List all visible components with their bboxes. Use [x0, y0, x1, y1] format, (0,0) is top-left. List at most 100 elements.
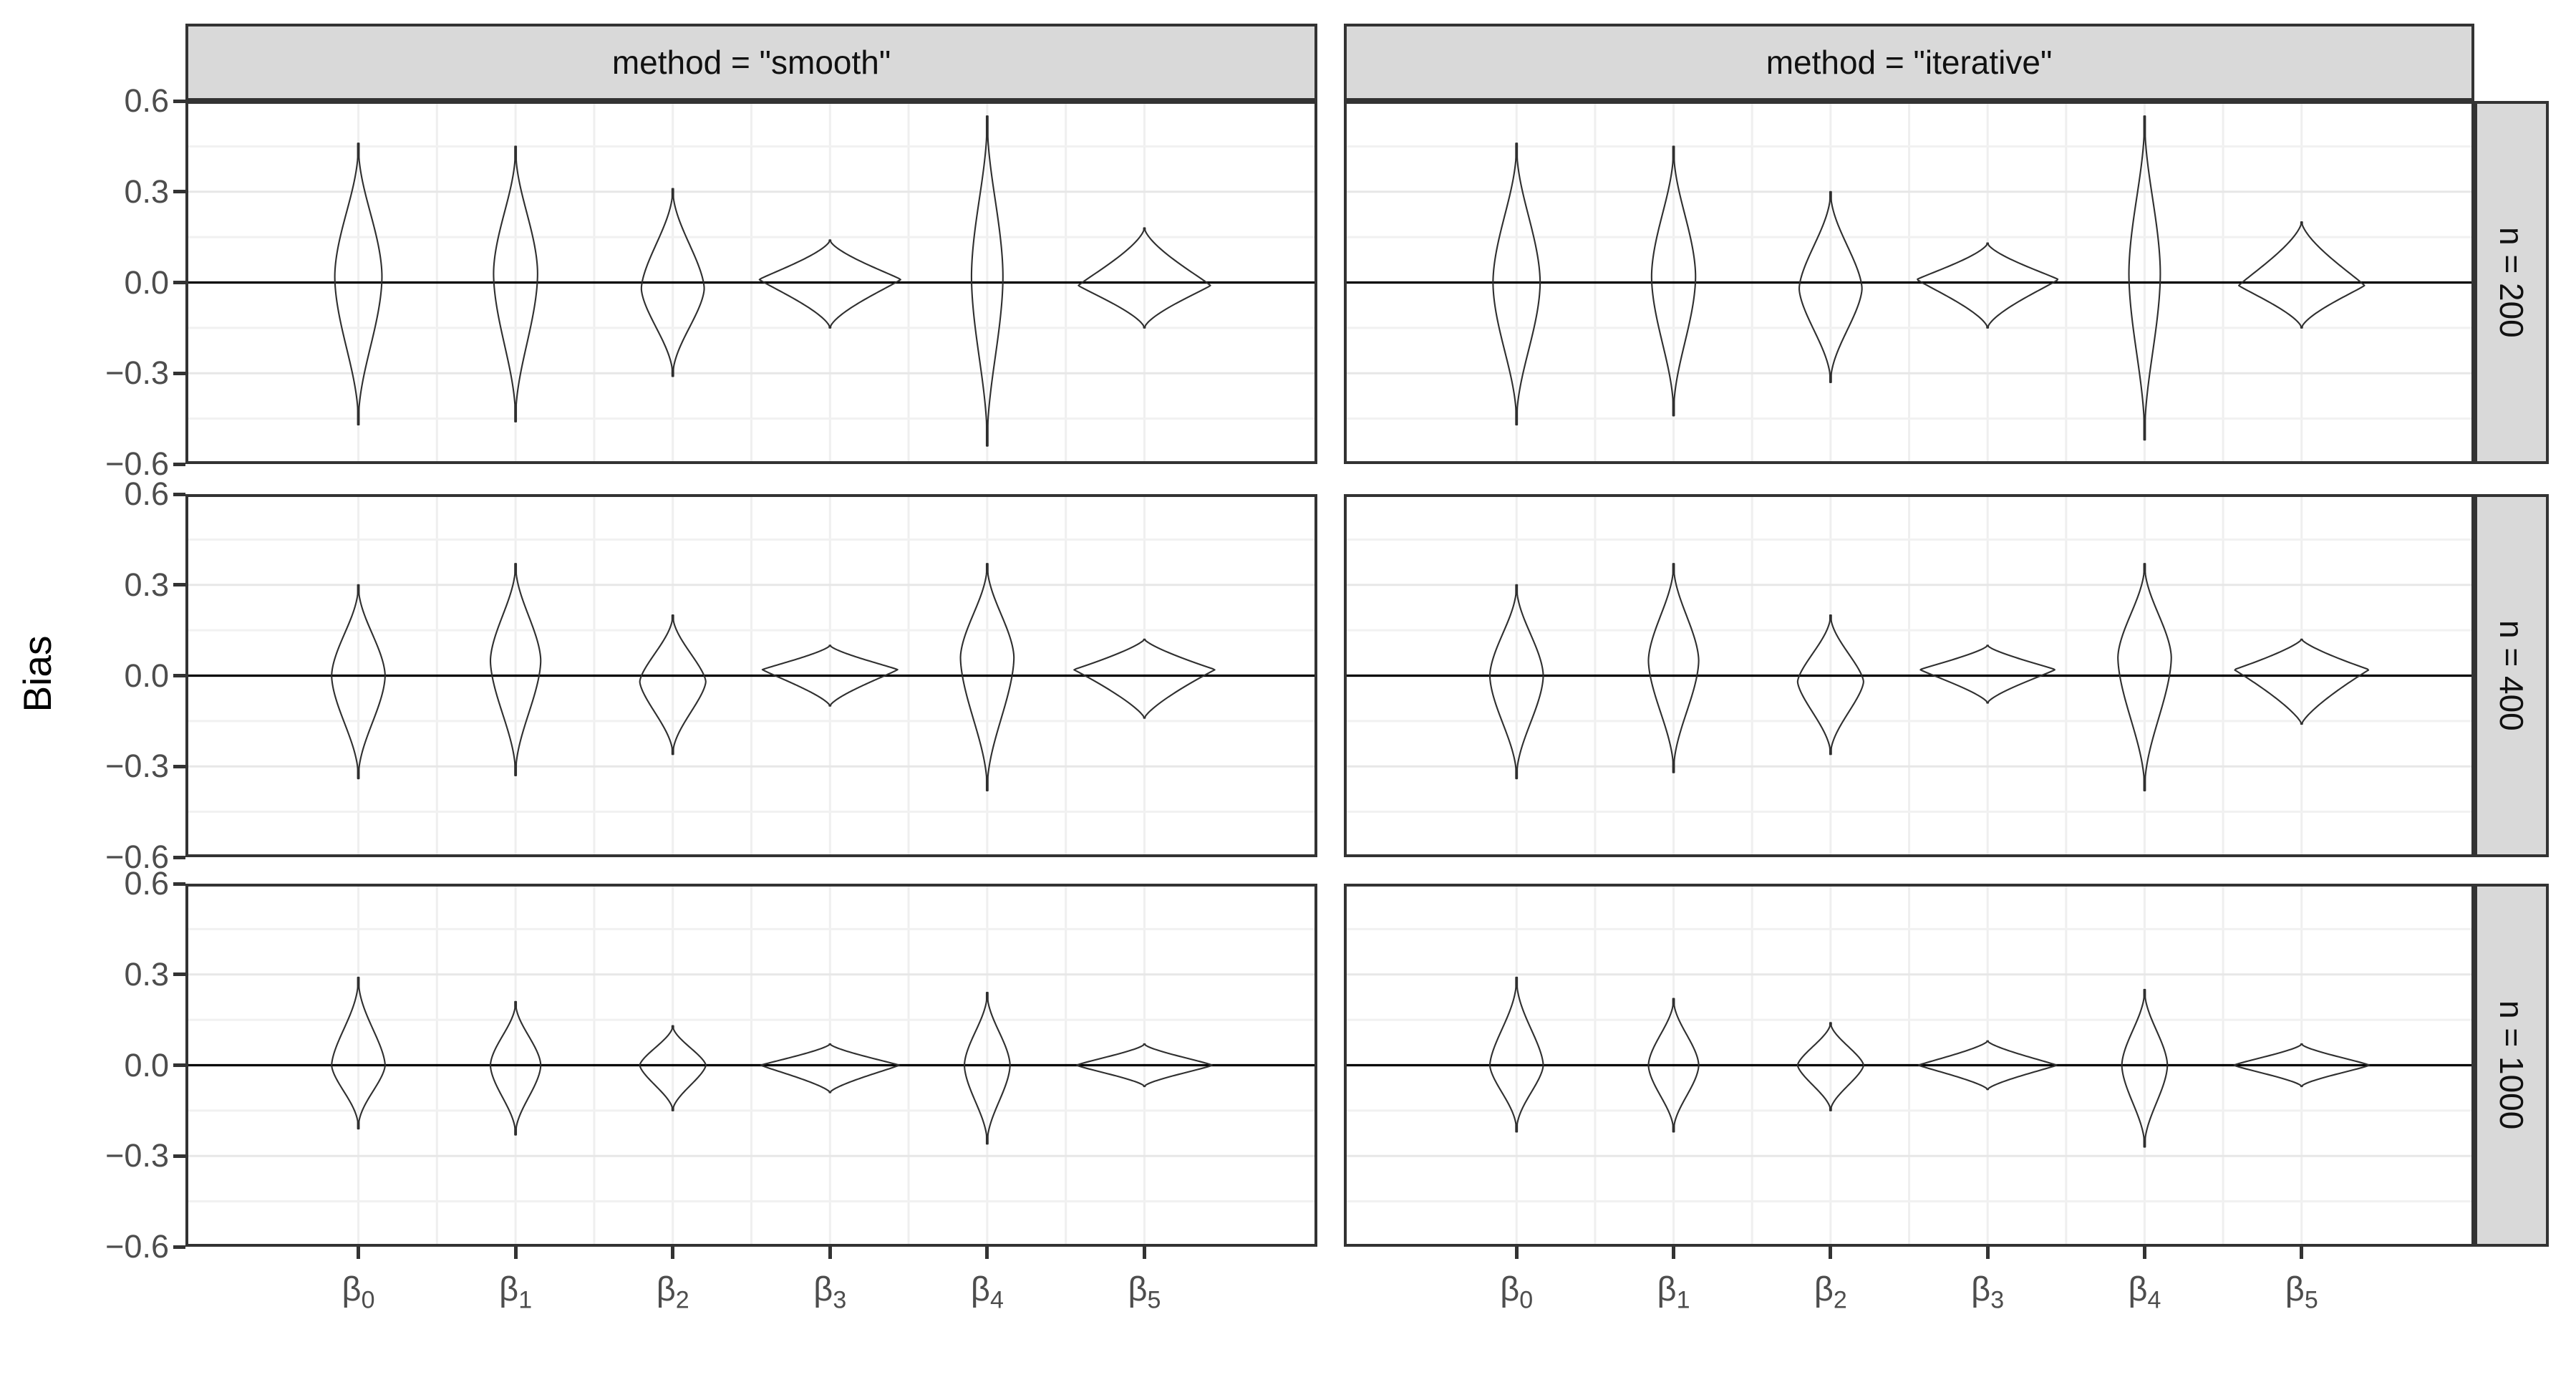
x-axis-tick	[1514, 1247, 1519, 1259]
panel-iterative-n200	[1344, 101, 2474, 464]
facet-strip-label: method = "smooth"	[611, 44, 891, 81]
violin-smooth-n400-β₃	[761, 645, 899, 707]
y-axis-tick	[173, 674, 185, 677]
y-tick-label: −0.6	[105, 1228, 169, 1265]
y-axis-tick	[173, 492, 185, 496]
y-axis-tick	[173, 764, 185, 768]
panel-border	[1344, 101, 2474, 464]
violin-iterative-n1000-β₃	[1917, 1040, 2058, 1091]
violin-iterative-n1000-β₀	[1488, 976, 1544, 1133]
x-tick-label: β1	[1657, 1270, 1690, 1314]
panel-smooth-n200	[185, 101, 1317, 464]
panel-smooth-n1000	[185, 884, 1317, 1247]
violin-smooth-n400-β₁	[489, 563, 542, 776]
panel-border	[185, 101, 1317, 464]
x-axis-tick	[357, 1247, 361, 1259]
violin-smooth-n400-β₂	[639, 614, 707, 755]
violin-smooth-n200-β₁	[493, 145, 538, 423]
y-axis-tick	[173, 972, 185, 977]
facet-strip-label: n = 400	[2493, 620, 2530, 731]
facet-strip-label: method = "iterative"	[1766, 44, 2053, 81]
violin-smooth-n400-β₄	[959, 563, 1015, 792]
y-axis-tick	[173, 1063, 185, 1067]
violin-smooth-n200-β₃	[758, 239, 901, 329]
violin-smooth-n1000-β₂	[639, 1025, 707, 1111]
panel-border	[185, 494, 1317, 857]
violin-smooth-n1000-β₄	[964, 992, 1011, 1145]
y-axis-tick	[173, 462, 185, 466]
violin-iterative-n400-β₀	[1488, 584, 1544, 780]
violin-iterative-n200-β₂	[1798, 190, 1863, 383]
violin-iterative-n400-β₄	[2117, 563, 2172, 792]
x-axis-tick	[828, 1247, 832, 1259]
y-tick-label: 0.6	[124, 82, 169, 119]
panel-iterative-n1000	[1344, 884, 2474, 1247]
violin-iterative-n400-β₂	[1796, 614, 1864, 755]
facet-strip-n-400: n = 400	[2474, 494, 2549, 857]
y-axis-tick	[173, 1245, 185, 1249]
y-axis-tick	[173, 882, 185, 886]
y-tick-label: 0.3	[124, 955, 169, 993]
violin-smooth-n1000-β₀	[331, 976, 386, 1130]
x-axis-tick	[985, 1247, 989, 1259]
x-axis-tick	[1829, 1247, 1833, 1259]
violin-iterative-n400-β₅	[2234, 638, 2370, 725]
violin-iterative-n1000-β₄	[2121, 988, 2169, 1148]
y-tick-label: 0.6	[124, 865, 169, 902]
y-axis-tick	[173, 1154, 185, 1158]
facet-strip-method-smooth: method = "smooth"	[185, 24, 1317, 101]
facet-strip-n-200: n = 200	[2474, 101, 2549, 464]
x-tick-label: β5	[1128, 1270, 1161, 1314]
panel-border	[185, 884, 1317, 1247]
facet-strip-label: n = 200	[2493, 227, 2530, 338]
y-axis-tick	[173, 855, 185, 859]
y-tick-label: −0.3	[105, 354, 169, 392]
violin-smooth-n400-β₀	[331, 584, 386, 780]
violin-smooth-n200-β₅	[1078, 227, 1211, 329]
violin-iterative-n200-β₄	[2128, 115, 2161, 441]
x-tick-label: β2	[656, 1270, 689, 1314]
x-axis-tick	[2142, 1247, 2146, 1259]
violin-smooth-n200-β₀	[334, 143, 383, 426]
panel-border	[1344, 884, 2474, 1247]
violin-iterative-n200-β₁	[1650, 145, 1697, 417]
violin-iterative-n400-β₁	[1647, 563, 1700, 773]
y-tick-label: 0.0	[124, 657, 169, 694]
violin-smooth-n200-β₄	[970, 115, 1004, 447]
y-axis-tick	[173, 371, 185, 375]
y-tick-label: 0.6	[124, 475, 169, 512]
y-axis-tick	[173, 281, 185, 284]
panel-iterative-n400	[1344, 494, 2474, 857]
violin-iterative-n200-β₃	[1917, 242, 2059, 329]
facet-strip-method-iterative: method = "iterative"	[1344, 24, 2474, 101]
y-axis-tick	[173, 583, 185, 587]
x-tick-label: β0	[342, 1270, 375, 1314]
y-tick-label: −0.3	[105, 1137, 169, 1174]
x-tick-label: β3	[813, 1270, 847, 1314]
violin-iterative-n200-β₀	[1492, 143, 1541, 426]
violin-smooth-n400-β₅	[1073, 638, 1216, 719]
y-tick-label: 0.3	[124, 566, 169, 603]
violin-smooth-n1000-β₃	[760, 1043, 900, 1094]
y-axis-tick	[173, 190, 185, 194]
x-tick-label: β4	[2128, 1270, 2161, 1314]
violin-smooth-n1000-β₅	[1075, 1043, 1213, 1088]
y-tick-label: −0.3	[105, 748, 169, 785]
facet-strip-label: n = 1000	[2493, 1000, 2530, 1130]
panel-smooth-n400	[185, 494, 1317, 857]
x-tick-label: β0	[1500, 1270, 1534, 1314]
x-axis-tick	[513, 1247, 518, 1259]
violin-smooth-n200-β₂	[640, 188, 705, 377]
x-axis-tick	[1142, 1247, 1146, 1259]
x-axis-tick	[1985, 1247, 1990, 1259]
violin-iterative-n1000-β₂	[1796, 1022, 1864, 1111]
x-tick-label: β1	[499, 1270, 533, 1314]
violin-iterative-n1000-β₁	[1647, 998, 1700, 1133]
x-axis-tick	[671, 1247, 675, 1259]
facet-strip-n-1000: n = 1000	[2474, 884, 2549, 1247]
x-axis-tick	[2300, 1247, 2304, 1259]
x-tick-label: β2	[1814, 1270, 1847, 1314]
y-tick-label: −0.6	[105, 839, 169, 875]
y-tick-label: 0.0	[124, 264, 169, 301]
